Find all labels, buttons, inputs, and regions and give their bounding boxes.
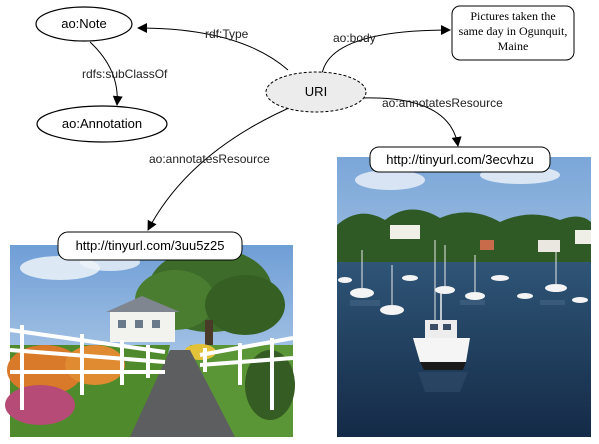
node-ao-annotation-label: ao:Annotation (62, 116, 142, 131)
node-url-left: http://tinyurl.com/3uu5z25 (57, 231, 243, 261)
node-url-right: http://tinyurl.com/3ecvhzu (369, 146, 551, 173)
node-uri-label: URI (305, 84, 327, 99)
node-uri: URI (265, 71, 367, 113)
label-rdf-type: rdf:Type (205, 27, 249, 41)
node-body-text: Pictures taken the same day in Ogunquit,… (451, 5, 575, 61)
node-ao-note-label: ao:Note (61, 16, 107, 31)
edges (89, 23, 462, 231)
edge-annotates-right (359, 97, 462, 147)
edge-body (321, 25, 451, 75)
body-line-3: Maine (498, 39, 529, 53)
left-photo (5, 245, 295, 437)
node-ao-annotation: ao:Annotation (36, 105, 168, 143)
edge-subclass (89, 41, 123, 106)
label-body: ao:body (333, 31, 376, 45)
body-line-2: same day in Ogunquit, (459, 24, 568, 38)
main-boat (413, 290, 470, 370)
url-left-label[interactable]: http://tinyurl.com/3uu5z25 (76, 238, 225, 253)
label-annotates-left: ao:annotatesResource (149, 152, 270, 166)
label-annotates-right: ao:annotatesResource (382, 96, 503, 110)
edge-rdf-type (137, 23, 289, 71)
body-line-1: Pictures taken the (470, 9, 555, 23)
label-subclass: rdfs:subClassOf (82, 67, 168, 81)
edge-annotates-left (147, 103, 299, 231)
url-right-label[interactable]: http://tinyurl.com/3ecvhzu (386, 152, 533, 167)
node-ao-note: ao:Note (35, 6, 133, 42)
right-photo (337, 157, 591, 437)
